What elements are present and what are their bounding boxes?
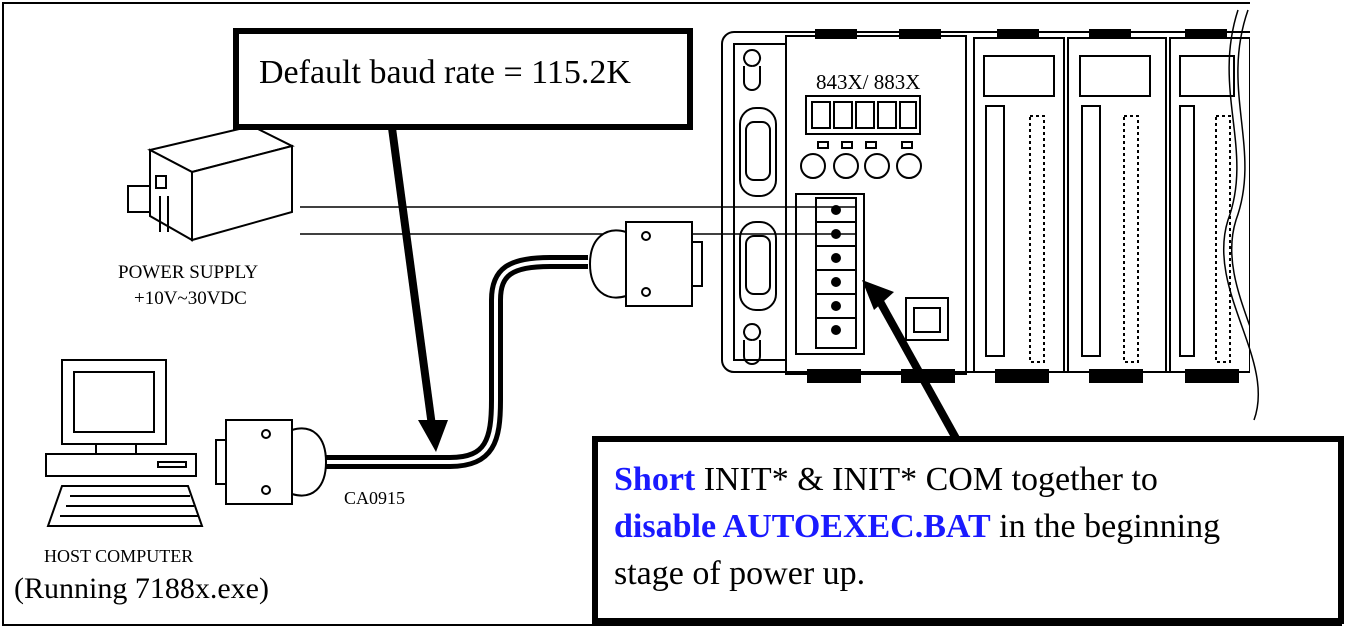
baud-arrow <box>388 127 436 427</box>
init-line2: in the beginning <box>990 508 1221 545</box>
serial-cable <box>320 255 588 469</box>
short-word: Short <box>614 461 696 498</box>
init-callout: Short INIT* & INIT* COM together to disa… <box>592 436 1344 624</box>
host-computer <box>45 359 204 527</box>
controller-chassis <box>721 29 1323 383</box>
connector-host <box>215 419 328 505</box>
init-line3: stage of power up. <box>614 555 866 592</box>
init-line1: INIT* & INIT* COM together to <box>695 461 1158 498</box>
baud-rate-text: Default baud rate = 115.2K <box>259 54 631 91</box>
running-label: (Running 7188x.exe) <box>14 572 269 605</box>
connector-controller <box>588 221 703 307</box>
power-supply-module <box>127 124 295 242</box>
model-label: 843X/ 883X <box>816 70 921 94</box>
disable-phrase: disable AUTOEXEC.BAT <box>614 508 991 545</box>
power-supply-label: POWER SUPPLY <box>118 262 259 283</box>
power-range-label: +10V~30VDC <box>134 288 247 309</box>
init-callout-text: Short INIT* & INIT* COM together to disa… <box>614 456 1334 597</box>
host-computer-label: HOST COMPUTER <box>44 546 194 566</box>
baud-rate-callout: Default baud rate = 115.2K <box>233 28 693 130</box>
init-arrow <box>874 296 962 444</box>
cable-label: CA0915 <box>344 488 406 508</box>
